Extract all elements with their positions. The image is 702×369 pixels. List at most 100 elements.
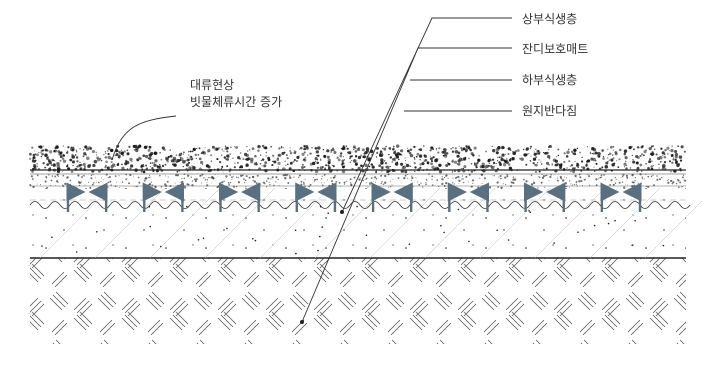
grass-speck bbox=[586, 146, 588, 148]
soil-speck bbox=[656, 178, 659, 181]
lower-layer-dot bbox=[365, 234, 368, 237]
grass-speck bbox=[381, 170, 383, 172]
grass-speck bbox=[675, 160, 678, 164]
soil-speck bbox=[83, 174, 85, 177]
soil-speck bbox=[244, 179, 247, 182]
grass-speck bbox=[476, 161, 479, 164]
layer-label-2: 잔디보호매트 bbox=[522, 42, 589, 56]
grass-speck bbox=[149, 162, 152, 164]
soil-speck bbox=[199, 174, 202, 177]
soil-speck bbox=[46, 186, 49, 189]
soil-speck bbox=[575, 183, 577, 185]
grass-speck bbox=[679, 167, 682, 170]
grass-speck bbox=[210, 160, 212, 162]
grass-speck bbox=[303, 158, 305, 160]
grass-speck bbox=[528, 152, 530, 155]
grass-speck bbox=[351, 159, 353, 162]
soil-speck bbox=[377, 186, 381, 189]
grass-speck bbox=[72, 153, 74, 155]
grass-speck bbox=[394, 150, 396, 152]
soil-speck bbox=[441, 178, 444, 181]
grass-speck bbox=[612, 157, 615, 160]
grass-speck bbox=[575, 164, 578, 167]
grass-speck bbox=[278, 153, 282, 157]
soil-speck bbox=[481, 185, 485, 188]
soil-speck bbox=[231, 179, 233, 180]
grass-speck bbox=[147, 148, 151, 152]
grass-speck bbox=[84, 145, 87, 148]
soil-speck bbox=[420, 182, 422, 184]
grass-speck bbox=[611, 154, 614, 156]
grass-speck bbox=[191, 150, 194, 153]
soil-speck bbox=[289, 176, 292, 179]
soil-speck bbox=[119, 187, 120, 189]
grass-speck bbox=[245, 153, 250, 158]
grass-speck bbox=[145, 167, 149, 170]
soil-speck bbox=[263, 181, 265, 183]
grass-speck bbox=[529, 160, 532, 162]
grass-speck bbox=[303, 145, 306, 148]
soil-speck bbox=[672, 181, 675, 184]
soil-speck bbox=[338, 181, 341, 184]
grass-speck bbox=[435, 147, 438, 150]
soil-speck bbox=[644, 178, 645, 180]
soil-speck bbox=[31, 178, 34, 180]
grass-speck bbox=[576, 162, 579, 166]
grass-speck bbox=[289, 149, 292, 153]
grass-speck bbox=[530, 155, 532, 157]
grass-speck bbox=[581, 156, 583, 159]
grass-speck bbox=[301, 166, 304, 169]
soil-speck bbox=[81, 175, 83, 177]
grass-speck bbox=[285, 154, 288, 157]
grass-speck bbox=[182, 151, 185, 154]
soil-speck bbox=[332, 183, 334, 185]
grass-speck bbox=[326, 155, 330, 159]
grass-speck bbox=[76, 151, 78, 153]
grass-speck bbox=[379, 150, 383, 153]
soil-speck bbox=[93, 182, 95, 184]
grass-speck bbox=[62, 171, 64, 173]
grass-speck bbox=[392, 148, 394, 151]
soil-speck bbox=[287, 182, 290, 184]
grass-speck bbox=[495, 162, 497, 165]
grass-speck bbox=[392, 145, 395, 148]
grass-speck bbox=[535, 163, 538, 167]
grass-speck bbox=[316, 161, 319, 165]
grass-speck bbox=[115, 153, 119, 156]
soil-speck bbox=[568, 186, 570, 188]
grass-speck bbox=[384, 162, 388, 165]
grass-speck bbox=[286, 157, 289, 160]
grass-speck bbox=[639, 163, 643, 167]
grass-speck bbox=[522, 148, 525, 151]
soil-speck bbox=[225, 175, 228, 178]
grass-speck bbox=[151, 162, 154, 164]
grass-speck bbox=[435, 149, 437, 151]
grass-speck bbox=[629, 167, 632, 169]
soil-speck bbox=[634, 176, 637, 179]
grass-speck bbox=[341, 165, 345, 168]
soil-speck bbox=[340, 186, 341, 188]
grass-speck bbox=[122, 154, 125, 157]
grass-speck bbox=[380, 158, 384, 162]
lower-layer-dot bbox=[317, 249, 319, 252]
soil-speck bbox=[656, 175, 658, 177]
grass-speck bbox=[57, 150, 61, 153]
layer-label-4: 원지반다짐 bbox=[522, 104, 578, 118]
grass-speck bbox=[104, 156, 107, 159]
soil-speck bbox=[293, 176, 295, 178]
grass-speck bbox=[660, 147, 663, 150]
grass-speck bbox=[418, 148, 421, 151]
soil-speck bbox=[506, 175, 509, 178]
soil-speck bbox=[203, 177, 205, 179]
base-ground-layer bbox=[30, 258, 686, 344]
leader-dot-2 bbox=[300, 320, 304, 324]
grass-speck bbox=[406, 149, 410, 153]
grass-speck bbox=[280, 147, 283, 149]
grass-speck bbox=[641, 170, 643, 172]
grass-speck bbox=[211, 145, 215, 149]
grass-speck bbox=[278, 147, 281, 150]
grass-speck bbox=[636, 166, 640, 170]
grass-speck bbox=[327, 164, 330, 167]
soil-speck bbox=[540, 181, 543, 184]
grass-speck bbox=[532, 157, 537, 161]
